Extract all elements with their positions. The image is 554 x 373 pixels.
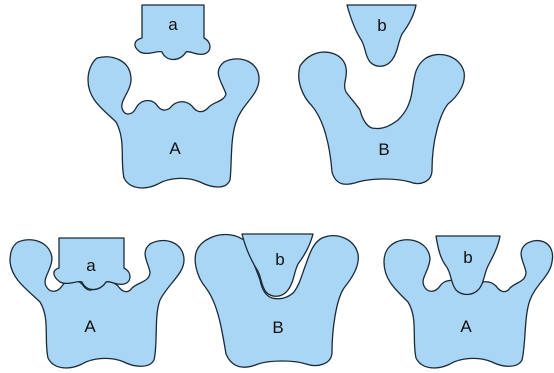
- ligand-a-top-label: a: [168, 15, 178, 34]
- ligand-b-top: [347, 5, 416, 66]
- ligand-b-bottom-middle-label: b: [275, 250, 284, 269]
- top-left-group: a A: [88, 5, 259, 188]
- ligand-a-bottom-left-label: a: [86, 256, 96, 275]
- top-right-group: b B: [299, 5, 465, 184]
- ligand-b-bottom-right-label: b: [463, 248, 472, 267]
- ligand-b-top-label: b: [377, 16, 386, 35]
- bottom-left-group: a A: [10, 238, 184, 368]
- receptor-A-bottom-left-label: A: [84, 317, 96, 336]
- receptor-A-top: [88, 57, 259, 188]
- receptor-B-top: [299, 52, 465, 184]
- receptor-B-bottom-middle-label: B: [272, 318, 283, 337]
- receptor-A-bottom-right-label: A: [460, 317, 472, 336]
- receptor-A-top-label: A: [169, 139, 181, 158]
- bottom-right-group: b A: [384, 236, 553, 368]
- bottom-middle-group: b B: [195, 234, 358, 367]
- receptor-B-top-label: B: [378, 140, 389, 159]
